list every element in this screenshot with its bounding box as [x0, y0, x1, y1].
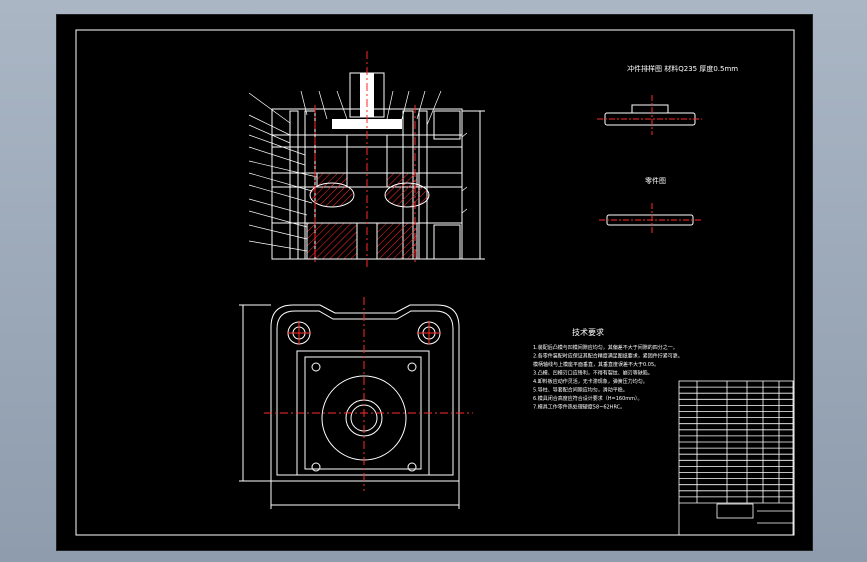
tech-req-lines: 1.装配后凸模与凹模间隙应均匀，其偏差不大于间隙的四分之一。 2.各零件装配时应保…: [533, 344, 683, 411]
plan-view: [239, 297, 473, 509]
cad-drawing: 冲件排样图 材料Q235 厚度0.5mm 零件图 技术要求 1.装配后凸模与凹模…: [75, 29, 795, 536]
assembly-section-view: [248, 51, 485, 267]
tech-req-line: 7.模具工作零件热处理硬度58~62HRC。: [533, 404, 625, 411]
tech-req-line: 6.模具闭合高度应符合设计要求（H=160mm）。: [533, 395, 643, 402]
die-plate-outline: [270, 304, 460, 482]
scheme-label: 冲件排样图 材料Q235 厚度0.5mm: [627, 64, 738, 73]
drawing-sheet: 冲件排样图 材料Q235 厚度0.5mm 零件图 技术要求 1.装配后凸模与凹模…: [56, 14, 813, 551]
right-lower-block: [433, 224, 461, 260]
tech-req-line: 模柄轴线与上模座平面垂直，其垂直度误差不大于0.05。: [533, 361, 659, 368]
title-block: [678, 380, 794, 536]
part-drawing: [599, 203, 701, 235]
punch-plate: [332, 119, 402, 129]
tech-req-line: 2.各零件装配时应保证其配合精度满足图纸要求，紧固件拧紧可靠。: [533, 353, 683, 360]
inner-frame: [75, 29, 795, 536]
tech-req-title: 技术要求: [572, 327, 604, 337]
tech-req-line: 4.卸料板应动作灵活，无卡滞现象，弹簧压力均匀。: [533, 378, 648, 385]
tech-req-line: 5.导柱、导套配合间隙应均匀，滑动平稳。: [533, 387, 628, 394]
strip-layout: [597, 95, 702, 135]
right-block: [433, 110, 461, 140]
part-label: 零件图: [645, 176, 666, 185]
tech-req-line: 1.装配后凸模与凹模间隙应均匀，其偏差不大于间隙的四分之一。: [533, 344, 678, 351]
tech-req-line: 3.凸模、凹模刃口应锋利，不得有裂纹、崩刃等缺陷。: [533, 370, 653, 377]
